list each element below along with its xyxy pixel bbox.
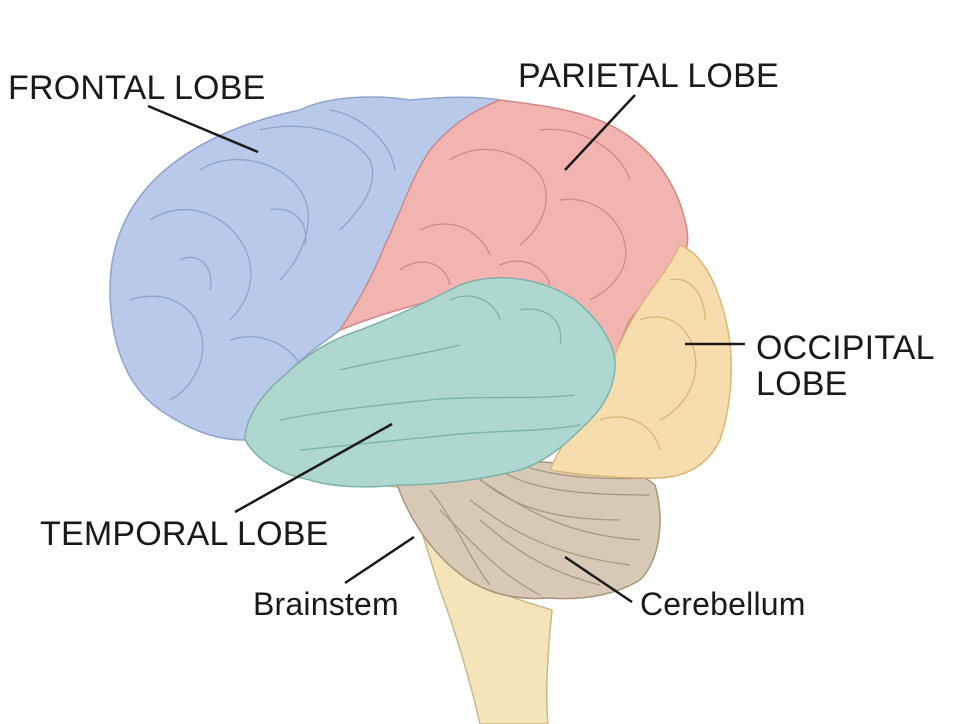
- cerebellum-leader-line: [564, 555, 633, 604]
- frontal-gyri: [129, 109, 396, 401]
- occipital-label-line1: OCCIPITAL: [756, 329, 935, 367]
- temporal-gyri: [279, 295, 581, 451]
- cerebellum-label: Cerebellum: [640, 586, 806, 622]
- brainstem-label: Brainstem: [253, 586, 399, 622]
- occipital-lobe-label: OCCIPITAL LOBE: [756, 330, 935, 402]
- parietal-lobe-label: PARIETAL LOBE: [518, 57, 779, 95]
- temporal-lobe-label: TEMPORAL LOBE: [40, 515, 329, 553]
- parietal-gyri: [399, 128, 631, 301]
- temporal-leader-line: [234, 422, 393, 514]
- frontal-leader-line: [147, 104, 259, 154]
- parietal-leader-line: [564, 94, 636, 171]
- occipital-gyri: [599, 278, 706, 451]
- frontal-lobe-label: FRONTAL LOBE: [8, 69, 266, 107]
- occipital-lobe-shape: [548, 244, 732, 479]
- temporal-lobe-shape: [244, 277, 616, 488]
- brainstem-leader-line: [344, 535, 415, 585]
- occipital-label-line2: LOBE: [756, 365, 848, 403]
- leader-lines: [147, 94, 745, 604]
